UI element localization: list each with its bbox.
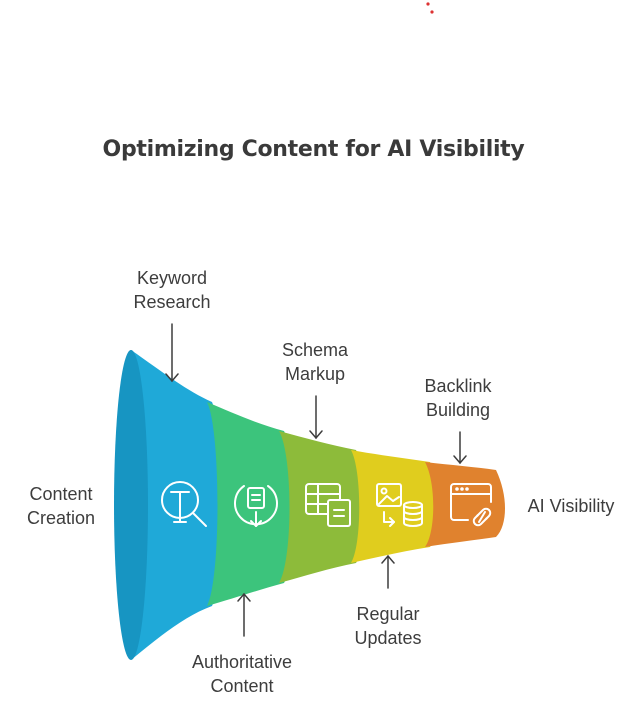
funnel-segment-regular-updates <box>425 462 505 547</box>
funnel-segment-content-creation <box>131 350 222 660</box>
arrow-regular-updates <box>381 554 395 589</box>
arrow-backlink-building <box>453 431 467 465</box>
arrow-schema-markup <box>309 395 323 440</box>
arrow-keyword-research <box>165 323 179 383</box>
image-database-icon <box>376 483 423 527</box>
browser-link-icon <box>450 483 492 527</box>
funnel-segment-keyword-research <box>207 402 294 606</box>
funnel-segment-authoritative-content <box>279 431 366 583</box>
document-download-icon <box>234 485 278 527</box>
funnel-mouth <box>114 350 148 660</box>
table-document-icon <box>305 483 351 527</box>
label-ai-visibility: AI Visibility <box>527 496 615 516</box>
decorative-dots <box>426 2 434 14</box>
arrow-authoritative-content <box>237 592 251 637</box>
page-title: Optimizing Content for AI Visibility <box>102 137 525 162</box>
text-search-icon <box>161 481 207 527</box>
